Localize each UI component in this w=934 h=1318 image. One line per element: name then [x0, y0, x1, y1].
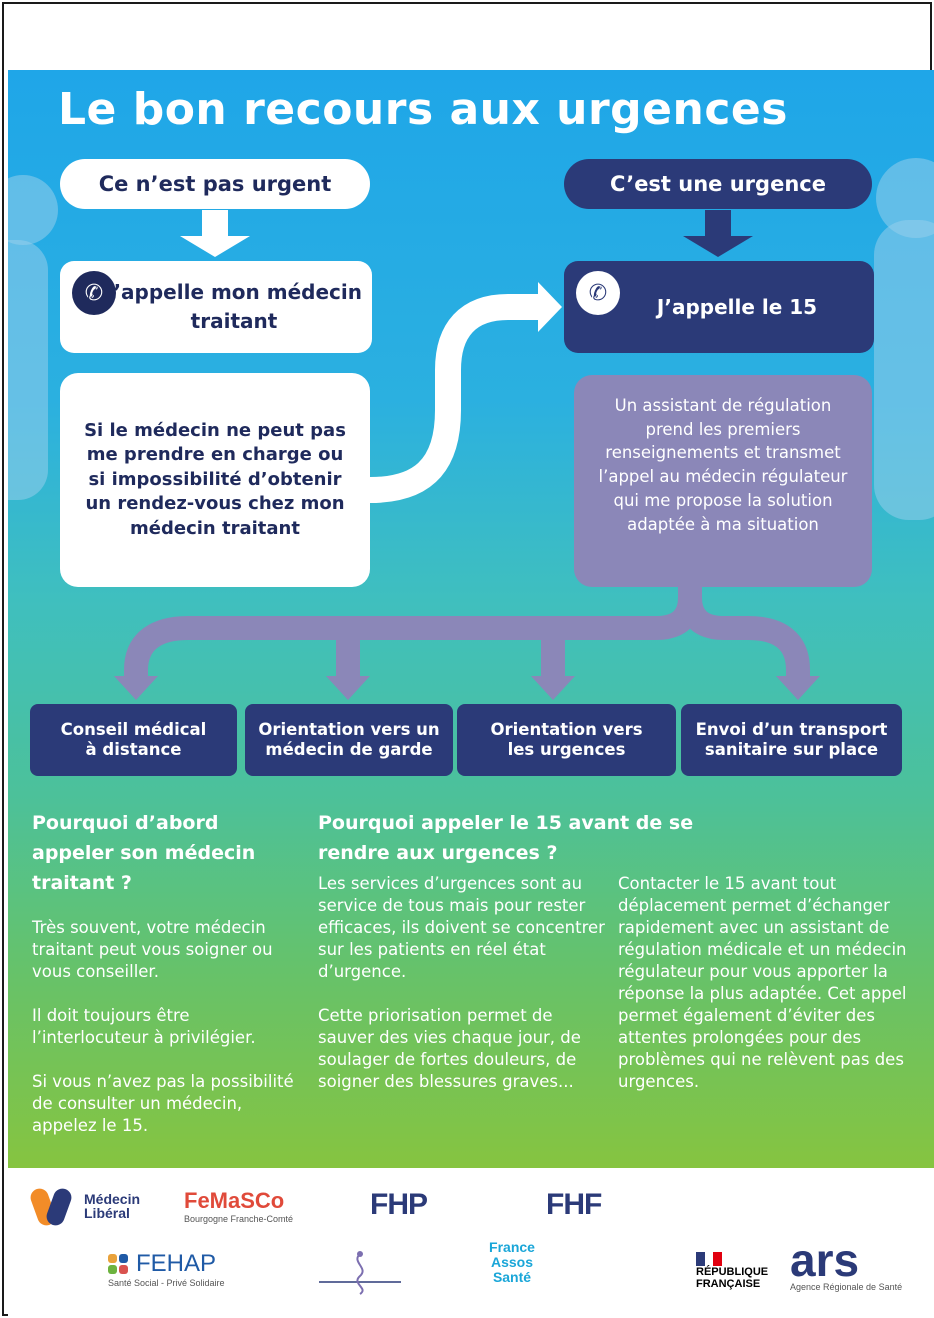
why-doctor-heading: Pourquoi d’abord appeler son médecin tra… — [32, 812, 256, 894]
why-15-heading: Pourquoi appeler le 15 avant de se rendr… — [318, 812, 694, 864]
doctor-unavailable-box: Si le médecin ne peut pas me prendre en … — [60, 373, 370, 587]
call-doctor-text: J’appelle mon médecin traitant — [106, 280, 362, 333]
why-15-text-col2: Contacter le 15 avant tout déplacement p… — [618, 873, 908, 1115]
phone-icon: ✆ — [72, 271, 116, 315]
outcome-label: Orientation vers un médecin de garde — [258, 720, 440, 759]
logo-subtext: Agence Régionale de Santé — [790, 1282, 903, 1292]
logo-text: RÉPUBLIQUE FRANÇAISE — [696, 1266, 769, 1290]
outcome-label: Envoi d’un transport sanitaire sur place — [695, 720, 888, 759]
logo-republique-francaise: RÉPUBLIQUE FRANÇAISE — [696, 1252, 772, 1290]
logo-femasco: FeMaSCo Bourgogne Franche-Comté — [184, 1188, 293, 1224]
logo-text: France Assos Santé — [489, 1239, 535, 1285]
poster-title: Le bon recours aux urgences — [58, 84, 788, 135]
fehap-icon — [108, 1254, 128, 1274]
paragraph: Contacter le 15 avant tout déplacement p… — [618, 874, 907, 1091]
partner-logos: Médecin Libéral FeMaSCo Bourgogne Franch… — [8, 1168, 934, 1318]
outcome-label: Conseil médical à distance — [60, 720, 207, 759]
logo-subtext: Bourgogne Franche-Comté — [184, 1214, 294, 1224]
poster: Le bon recours aux urgences — [8, 70, 934, 1168]
call-15-text: J’appelle le 15 — [656, 294, 818, 319]
phone-icon: ✆ — [576, 271, 620, 315]
patient-silhouette-body — [8, 240, 48, 500]
outcome-label: Orientation vers les urgences — [490, 720, 643, 759]
outcome-ambulance: Envoi d’un transport sanitaire sur place — [681, 704, 902, 776]
why-15-text-col1: Les services d’urgences sont au service … — [318, 873, 606, 1115]
logo-fhf: FHF — [546, 1188, 602, 1222]
logo-medecin-liberal: Médecin Libéral — [28, 1186, 146, 1228]
outcome-emergency-dept: Orientation vers les urgences — [457, 704, 676, 776]
logo-fhp: FHP — [370, 1188, 428, 1222]
not-urgent-label: Ce n’est pas urgent — [60, 159, 370, 209]
caduceus-icon — [319, 1251, 401, 1295]
logo-text: FHF — [546, 1188, 602, 1221]
logo-text: FEHAP — [136, 1250, 217, 1277]
logo-text: Médecin Libéral — [84, 1191, 141, 1221]
logo-text: ars — [790, 1234, 860, 1286]
arrow-to-15-head — [538, 282, 562, 332]
paragraph: Cette priorisation permet de sauver des … — [318, 1006, 581, 1091]
logo-ars: ars Agence Régionale de Santé — [790, 1234, 903, 1292]
marianne-flag-icon — [696, 1252, 722, 1266]
outcome-on-call-doctor: Orientation vers un médecin de garde — [245, 704, 453, 776]
paragraph: Il doit toujours être l’interlocuteur à … — [32, 1006, 256, 1047]
paragraph: Si vous n’avez pas la possibilité de con… — [32, 1072, 294, 1135]
paragraph: Très souvent, votre médecin traitant peu… — [32, 918, 273, 981]
logo-caduceus — [310, 1244, 410, 1302]
branch-arrows — [124, 586, 810, 680]
why-doctor-text: Très souvent, votre médecin traitant peu… — [32, 917, 302, 1159]
call-doctor-box: ✆ J’appelle mon médecin traitant — [60, 261, 372, 353]
medecin-liberal-icon — [28, 1186, 78, 1228]
paragraph: Les services d’urgences sont au service … — [318, 874, 605, 981]
call-15-box: ✆ J’appelle le 15 — [564, 261, 874, 353]
branch-arrow-heads — [114, 676, 820, 700]
logo-subtext: Santé Social - Privé Solidaire — [108, 1278, 225, 1288]
logo-france-assos-sante: France Assos Santé — [482, 1240, 542, 1285]
arrow-down-not-urgent — [180, 210, 250, 257]
logo-text: FHP — [370, 1188, 428, 1221]
doctor-silhouette-body — [874, 220, 934, 520]
logo-fehap: FEHAP Santé Social - Privé Solidaire — [108, 1250, 225, 1288]
urgent-label: C’est une urgence — [564, 159, 872, 209]
arrow-down-urgent — [683, 210, 753, 257]
logo-text: FeMaSCo — [184, 1188, 285, 1213]
flow-arrows — [114, 210, 820, 700]
outcome-remote-advice: Conseil médical à distance — [30, 704, 237, 776]
regulation-text: Un assistant de régulation prend les pre… — [598, 396, 848, 534]
arrow-to-15 — [369, 294, 540, 503]
regulation-box: Un assistant de régulation prend les pre… — [574, 375, 872, 587]
doctor-unavailable-text: Si le médecin ne peut pas me prendre en … — [84, 419, 346, 539]
